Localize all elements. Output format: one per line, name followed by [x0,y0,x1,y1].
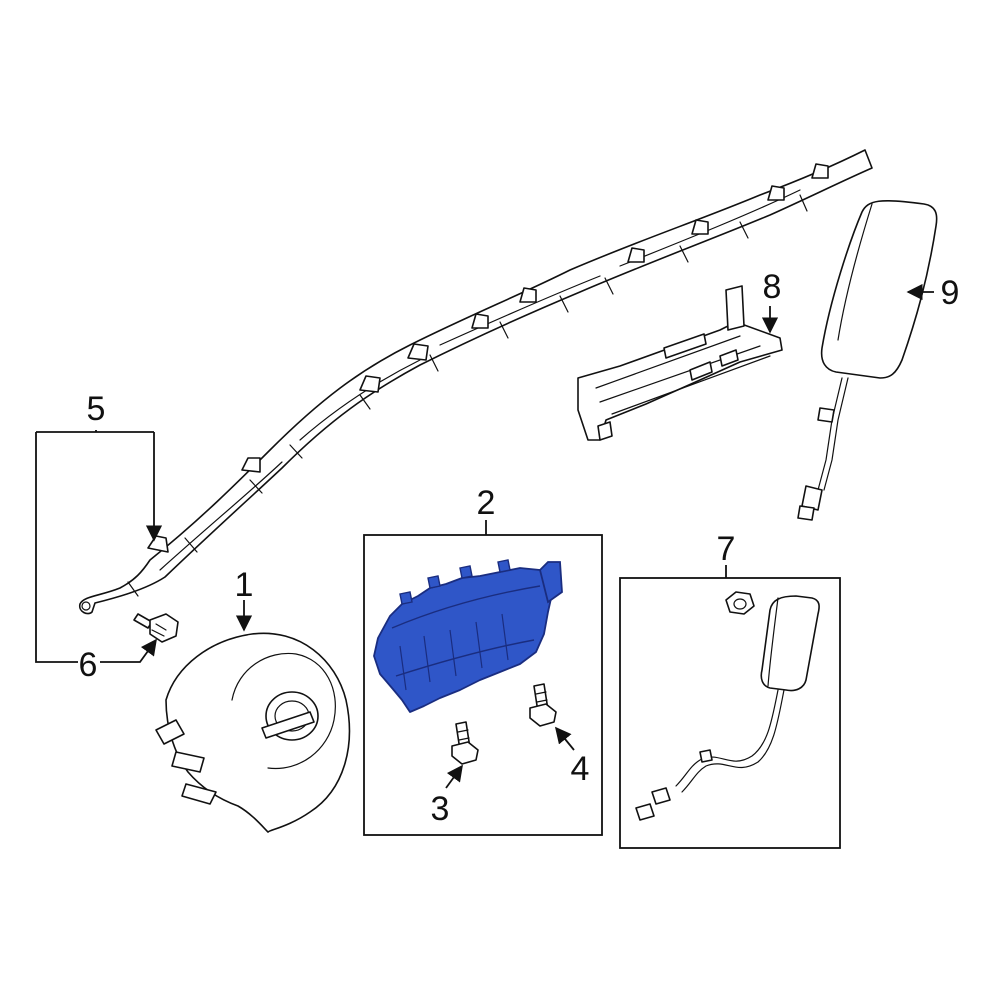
leader-4 [554,726,575,751]
callout-6: 6 [79,646,98,684]
callout-7: 7 [717,530,736,568]
driver-airbag-module[interactable] [155,632,351,833]
callout-3: 3 [431,790,450,828]
passenger-airbag-module[interactable] [373,559,563,713]
callout-8: 8 [763,268,782,306]
nut-7[interactable] [725,591,755,615]
leader-6 [100,638,157,663]
knee-airbag[interactable] [635,595,820,821]
callout-4: 4 [571,750,590,788]
leader-5-bracket [35,430,154,663]
bolt-3[interactable] [451,721,479,765]
airbag-control-module[interactable] [577,285,783,441]
curtain-airbag[interactable] [78,149,873,615]
callout-2: 2 [477,484,496,522]
bolt-6[interactable] [133,613,179,643]
part-7-box [619,577,841,849]
callout-1: 1 [235,566,254,604]
callout-9: 9 [941,274,960,312]
callout-5: 5 [87,390,106,428]
bolt-4[interactable] [529,683,557,727]
part-2-box [363,534,603,836]
side-airbag[interactable] [797,199,938,521]
leader-3 [445,764,463,789]
